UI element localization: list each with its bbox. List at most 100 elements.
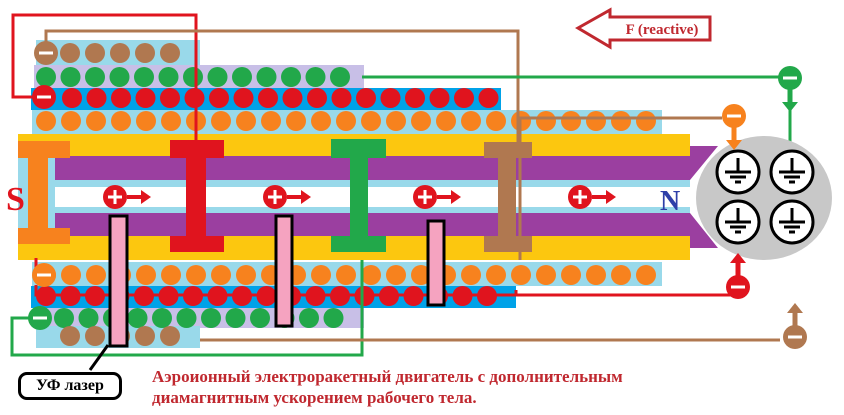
brown-ion [60, 326, 80, 346]
arrow-down-icon [726, 140, 742, 150]
ground-icon [725, 158, 751, 184]
ground-icon [725, 208, 751, 234]
brown-ion [85, 326, 105, 346]
green-electrode [331, 139, 386, 252]
red-ion [135, 88, 156, 108]
plus-icon [268, 190, 282, 204]
orange-ion [311, 111, 331, 131]
green-ion [201, 308, 221, 328]
red-ion [331, 88, 352, 108]
plus-icon [418, 190, 432, 204]
uv-lasers [108, 214, 446, 348]
red-ion [478, 88, 499, 108]
green-ion [152, 308, 172, 328]
orange-ion [436, 111, 456, 131]
green-ion [183, 67, 203, 87]
orange-ion [136, 111, 156, 131]
ground-icon [779, 158, 805, 184]
green-ion [330, 67, 350, 87]
orange-ion [636, 265, 656, 285]
orange-ion [361, 111, 381, 131]
caption: Аэроионный электроракетный двигатель с д… [152, 366, 623, 408]
red-ion [454, 88, 474, 108]
orange-ion [536, 111, 556, 131]
orange-ion [586, 111, 606, 131]
orange-ion [486, 265, 506, 285]
green-ion [176, 308, 197, 328]
red-wire [11, 13, 198, 140]
electrodes [18, 139, 532, 252]
channel-stripe [55, 187, 690, 207]
green-ion [232, 67, 252, 87]
arrow-right-icon [451, 190, 461, 204]
orange-ion [411, 111, 431, 131]
uv-laser-1 [108, 214, 129, 348]
orange-ion [611, 265, 631, 285]
ground-neutralizer [696, 136, 832, 260]
orange-ion [211, 111, 231, 131]
red-ion [258, 88, 278, 108]
green-ion [109, 67, 130, 87]
orange-ion [461, 111, 481, 131]
orange-ion [161, 111, 181, 131]
orange-ion [236, 265, 256, 285]
lower-magnet-bar [55, 213, 718, 248]
green-ion [158, 67, 179, 87]
red-ion [380, 88, 401, 108]
uv-laser-label: УФ лазер [18, 372, 122, 400]
arrow-up-icon [787, 303, 803, 313]
red-ion [282, 88, 303, 108]
green-ion [207, 67, 228, 87]
brown-ion [160, 326, 180, 346]
brown-ion [135, 43, 155, 63]
brown-ion [110, 43, 130, 63]
arrow-down-icon [782, 102, 798, 112]
orange-ion [336, 111, 356, 131]
orange-ion [386, 111, 406, 131]
red-ion [160, 88, 180, 108]
uv-laser-2 [274, 214, 294, 328]
force-label: F (reactive) [626, 22, 699, 38]
ground-symbols [715, 149, 815, 245]
arrow-left-icon [575, 7, 712, 50]
green-wire-bottom [10, 260, 364, 357]
red-ion [209, 88, 229, 108]
north-pole-label: N [660, 186, 680, 217]
green-ion [225, 308, 246, 328]
orange-ion [611, 111, 631, 131]
arrow-right-icon [606, 190, 616, 204]
orange-ion [511, 265, 531, 285]
red-ion [405, 88, 425, 108]
green-ion [256, 67, 277, 87]
red-ion [356, 88, 376, 108]
ground-icon [779, 208, 805, 234]
red-electrode [170, 140, 224, 252]
orange-ion [36, 111, 56, 131]
red-ion [62, 88, 82, 108]
south-pole-label: S [6, 181, 25, 218]
caption-line-2: диамагнитным ускорением рабочего тела. [152, 388, 477, 407]
uv-laser-3 [426, 219, 446, 307]
brown-electrode [484, 142, 532, 252]
green-ion [78, 308, 99, 328]
red-ion [111, 88, 131, 108]
negative-charges [28, 41, 807, 349]
brown-ion [160, 43, 180, 63]
orange-ion [236, 111, 256, 131]
orange-ion [586, 265, 606, 285]
orange-ion [536, 265, 556, 285]
green-ion [299, 308, 319, 328]
red-ion [307, 88, 327, 108]
orange-electrode [18, 141, 70, 244]
orange-ion [386, 265, 406, 285]
green-ion [85, 67, 105, 87]
orange-ion [61, 111, 81, 131]
green-ion [323, 308, 344, 328]
brown-ion [85, 43, 105, 63]
brown-wire-link [518, 116, 722, 260]
orange-ion [186, 265, 206, 285]
orange-ion [61, 265, 81, 285]
orange-ion [561, 265, 581, 285]
orange-ion [86, 111, 106, 131]
positive-ions [103, 185, 616, 209]
